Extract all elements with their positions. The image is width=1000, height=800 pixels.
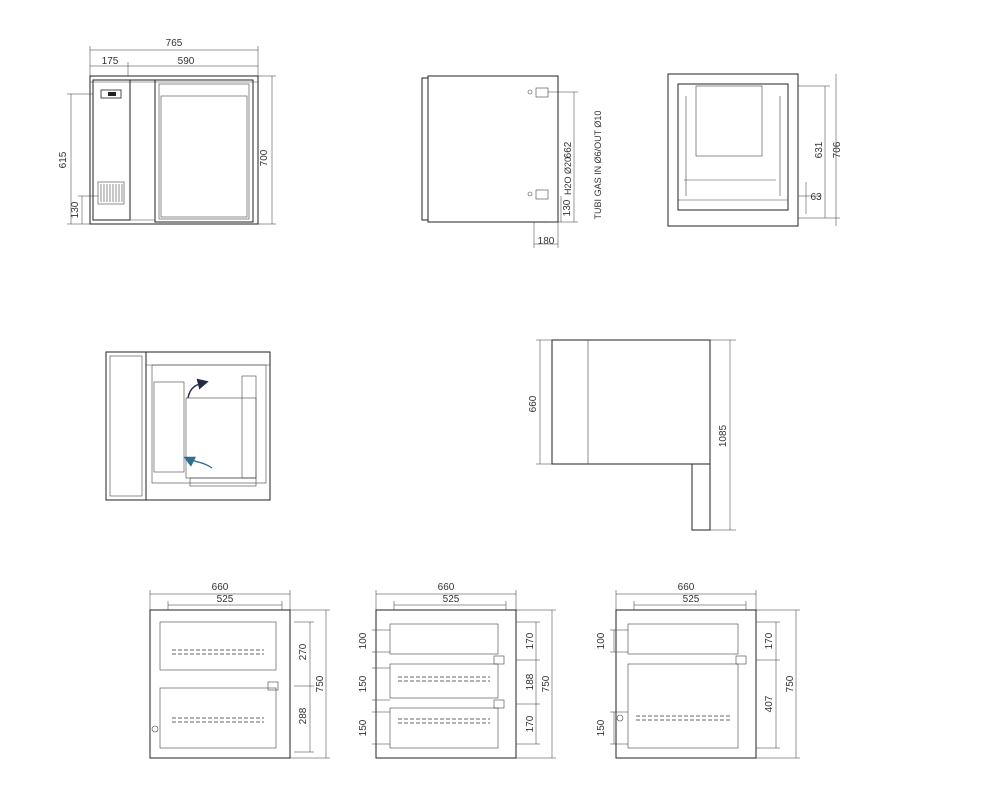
dim-660-a: 660 (212, 582, 229, 593)
dim-525-c: 525 (683, 594, 700, 605)
dim-188-b: 188 (525, 673, 536, 690)
dim-170-c: 170 (764, 632, 775, 649)
dim-700: 700 (259, 149, 270, 166)
dim-170a-b: 170 (525, 632, 536, 649)
dim-660: 660 (528, 395, 539, 412)
grille-row (636, 715, 732, 721)
dim-750-b: 750 (541, 675, 552, 692)
interior-view (105, 351, 271, 501)
dim-525-b: 525 (443, 594, 460, 605)
dim-100-c: 100 (596, 632, 607, 649)
front-view: 765 175 590 615 130 700 (58, 38, 276, 225)
dim-660-b: 660 (438, 582, 455, 593)
dim-407-c: 407 (764, 695, 775, 712)
dim-525-a: 525 (217, 594, 234, 605)
dim-1085: 1085 (718, 424, 729, 447)
dim-750-c: 750 (785, 675, 796, 692)
dim-150b-b: 150 (358, 719, 369, 736)
dim-288: 288 (298, 707, 309, 724)
grille-row (172, 649, 264, 723)
dim-706: 706 (832, 141, 843, 158)
dim-750-a: 750 (315, 675, 326, 692)
control-panel (100, 89, 122, 99)
drawer-view-b: 660 525 100 150 150 170 188 170 750 (358, 582, 556, 759)
rear-view: 631 706 63 (667, 73, 843, 227)
dim-660-c: 660 (678, 582, 695, 593)
dim-side-130: 130 (562, 199, 573, 216)
h2o-label: H2O Ø20 (563, 157, 573, 195)
dim-150-c: 150 (596, 719, 607, 736)
dim-175: 175 (102, 56, 119, 67)
side-view: 662 TUBI GAS IN Ø6/OUT Ø10 H2O Ø20 130 1… (421, 75, 603, 248)
dim-765: 765 (166, 38, 183, 49)
dim-615: 615 (58, 151, 69, 168)
dim-590: 590 (178, 56, 195, 67)
grille-row (398, 676, 490, 724)
dim-150a-b: 150 (358, 675, 369, 692)
dim-631: 631 (814, 141, 825, 158)
vent-grille (97, 181, 125, 205)
dim-270: 270 (298, 643, 309, 660)
drawer-view-a: 660 525 270 288 750 (149, 582, 330, 759)
drawer-view-c: 660 525 100 150 170 407 750 (596, 582, 800, 759)
dim-100-b: 100 (358, 632, 369, 649)
dim-662: 662 (563, 141, 574, 158)
dim-170b-b: 170 (525, 715, 536, 732)
dim-130: 130 (70, 201, 81, 218)
tall-view: 660 1085 (528, 339, 736, 531)
pipe-label: TUBI GAS IN Ø6/OUT Ø10 (593, 111, 603, 220)
dim-63: 63 (810, 192, 822, 203)
dim-180: 180 (538, 236, 555, 247)
